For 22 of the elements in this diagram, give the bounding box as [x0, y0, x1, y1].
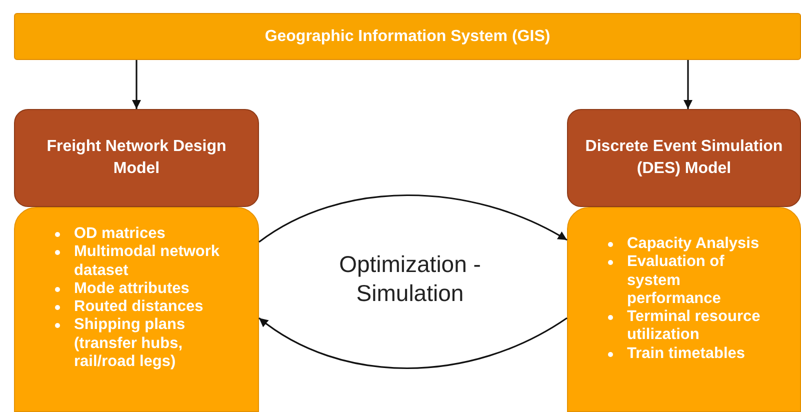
- model-header: [567, 109, 801, 207]
- list-item-text: Shipping plans (transfer hubs, rail/road legs): [74, 316, 186, 372]
- model-header: [14, 109, 259, 207]
- list-panel: [567, 207, 801, 412]
- header-text: Discrete Event Simulation (DES) Model: [584, 136, 784, 179]
- arrow: [258, 317, 568, 370]
- list-item-text: Routed distances: [74, 298, 204, 316]
- list-item-text: Train timetables: [627, 344, 746, 363]
- header-text: Freight Network Design Model: [46, 136, 228, 179]
- arrow: [258, 194, 568, 243]
- arrow: [684, 60, 692, 109]
- cycle-label: Optimization - Simulation: [338, 250, 482, 308]
- list-item-text: Mode attributes: [74, 280, 190, 298]
- title-bar: [14, 13, 801, 60]
- list-item-text: Terminal resource utilization: [627, 308, 762, 345]
- title-text: Geographic Information System (GIS): [264, 28, 550, 46]
- list-item-text: OD matrices: [74, 225, 166, 244]
- list-item-text: Multimodal network dataset: [74, 243, 221, 280]
- arrow: [132, 60, 141, 109]
- list-panel: [14, 207, 259, 412]
- list-item-text: Capacity Analysis: [627, 235, 760, 254]
- list-item-text: Evaluation of system performance: [627, 253, 726, 308]
